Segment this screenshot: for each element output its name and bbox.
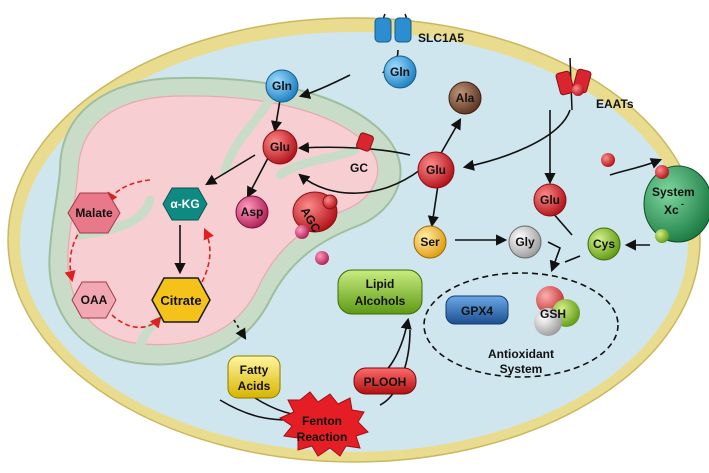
gpx4-label: GPX4 xyxy=(461,304,493,318)
agc-transporter: AGC xyxy=(292,191,338,265)
metabolite-gln-cyto: Gln xyxy=(383,55,417,89)
metabolite-asp: Asp xyxy=(235,195,269,229)
metabolite-malate: Malate xyxy=(67,192,121,234)
metabolite-citrate: Citrate xyxy=(151,277,211,323)
gsh-label: GSH xyxy=(540,307,566,321)
system-xc-sup: - xyxy=(681,199,684,209)
svg-text:Ser: Ser xyxy=(420,235,440,249)
antioxidant-label: Antioxidant xyxy=(488,347,554,361)
svg-text:Gln: Gln xyxy=(272,79,292,93)
gc-label: GC xyxy=(350,161,368,175)
tca-cycle-arrows xyxy=(64,179,214,329)
metabolite-cys: Cys xyxy=(587,227,621,261)
antioxidant-system: GPX4 GSH Antioxidant System xyxy=(423,272,619,378)
svg-text:Fenton: Fenton xyxy=(302,414,342,428)
svg-text:Asp: Asp xyxy=(241,205,264,219)
svg-text:Alcohols: Alcohols xyxy=(355,294,406,308)
antioxidant-label-2: System xyxy=(500,362,543,376)
metabolite-oaa: OAA xyxy=(71,281,117,319)
svg-text:Glu: Glu xyxy=(426,163,446,177)
metabolite-glu-right: Glu xyxy=(533,183,567,217)
metabolite-glu-cyto: Glu xyxy=(417,151,455,189)
metabolite-gly: Gly xyxy=(508,225,542,259)
metabolite-gln-mito: Gln xyxy=(265,69,299,103)
slc1a5-transporter: SLC1A5 xyxy=(374,13,464,45)
eaats-transporter: EAATs xyxy=(555,57,634,111)
cristae xyxy=(220,95,275,175)
svg-text:Malate: Malate xyxy=(75,206,113,220)
svg-text:Reaction: Reaction xyxy=(297,430,348,444)
metabolite-lipid-alcohols: Lipid Alcohols xyxy=(337,269,423,315)
metabolite-fatty-acids: Fatty Acids xyxy=(227,355,281,399)
metabolite-glu-mito: Glu xyxy=(262,129,298,165)
svg-text:Acids: Acids xyxy=(238,379,271,393)
metabolite-ser: Ser xyxy=(413,225,447,259)
svg-text:α-KG: α-KG xyxy=(170,197,199,211)
fenton-reaction: Fenton Reaction xyxy=(278,391,369,457)
slc1a5-label: SLC1A5 xyxy=(418,31,464,45)
svg-text:PLOOH: PLOOH xyxy=(364,375,407,389)
svg-text:Citrate: Citrate xyxy=(160,293,201,308)
svg-text:Fatty: Fatty xyxy=(240,363,269,377)
svg-text:Gln: Gln xyxy=(390,65,410,79)
svg-text:Glu: Glu xyxy=(270,140,290,154)
system-xc-transporter: System Xc - xyxy=(601,153,709,243)
svg-text:Gly: Gly xyxy=(515,235,535,249)
gc-transporter: GC xyxy=(350,132,374,175)
metabolite-akg: α-KG xyxy=(162,187,208,221)
svg-text:Lipid: Lipid xyxy=(366,277,395,291)
metabolite-plooh: PLOOH xyxy=(353,367,417,395)
svg-text:Cys: Cys xyxy=(593,237,615,251)
cristae xyxy=(275,145,360,180)
metabolite-ala: Ala xyxy=(448,81,482,115)
eaats-label: EAATs xyxy=(596,97,634,111)
svg-text:Glu: Glu xyxy=(540,193,560,207)
system-xc-label-2: Xc xyxy=(664,203,679,217)
system-xc-label: System xyxy=(652,185,695,199)
svg-text:OAA: OAA xyxy=(81,293,108,307)
svg-text:Ala: Ala xyxy=(456,91,475,105)
